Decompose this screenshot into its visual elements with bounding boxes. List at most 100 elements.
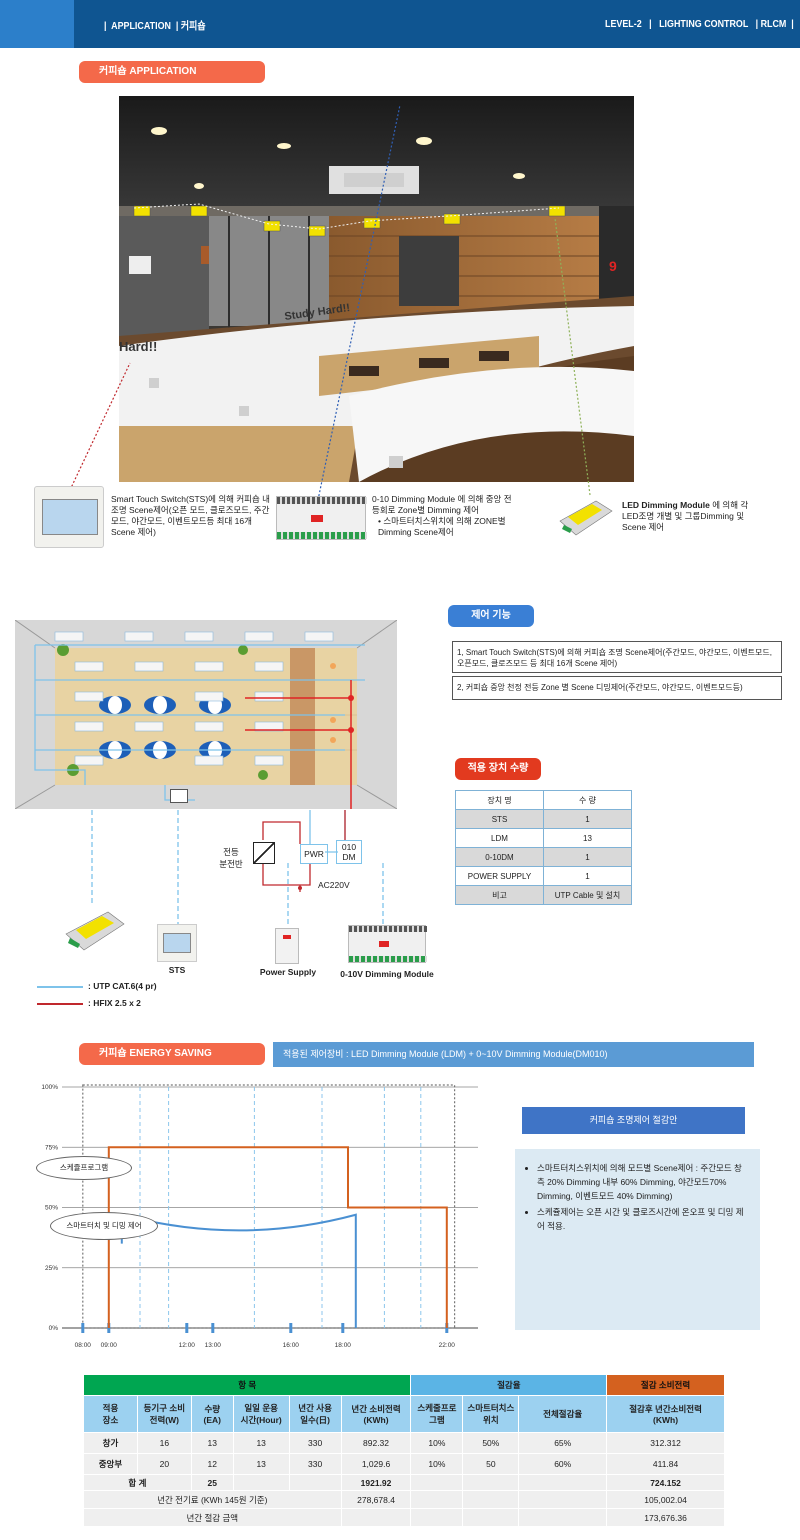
column-header: 절감후 년간소비전력 (KWh) [606,1395,725,1433]
callout-schedule: 스케쥴프로그램 [36,1156,132,1180]
control-item-1: 1, Smart Touch Switch(STS)에 의해 커피숍 조명 Sc… [452,641,782,673]
ac220v-label: AC220V [318,880,350,890]
column-header: 적용 장소 [83,1395,138,1433]
photo-text-hard: Hard!! [119,339,157,354]
legend-utp-line [37,986,83,988]
wiring-diagram [91,810,384,925]
dm-device-image [276,496,367,540]
x-tick-label: 18:00 [335,1342,352,1349]
control-function-title: 제어 기능 [448,605,534,627]
header-accent [0,0,74,48]
column-header: 일일 운용 시간(Hour) [232,1395,290,1433]
table-cell: 60% [518,1453,608,1475]
table-cell: UTP Cable 및 설치 [543,885,632,905]
section-title-energy: 커피숍 ENERGY SAVING [79,1043,265,1065]
column-header: 스케줄프로 그램 [410,1395,464,1433]
table-cell: 0-10DM [455,847,544,867]
sts-device-image-2 [157,924,197,962]
fee-after: 105,002.04 [606,1490,725,1509]
x-tick-label: 09:00 [101,1342,118,1349]
table-cell: 65% [518,1432,608,1454]
y-tick-label: 75% [45,1144,58,1151]
table-cell: 1 [543,809,632,829]
header-right-text: LEVEL-2 | LIGHTING CONTROL | RLCM | 2020 [605,18,800,30]
x-tick-label: 22:00 [439,1342,456,1349]
equipment-header-qty: 수 량 [543,790,632,810]
save-value: 173,676.36 [606,1508,725,1527]
fee-label: 년간 전기료 (KWh 145원 기준) [83,1490,342,1509]
saving-title: 커피숍 조명제어 절감안 [522,1107,745,1134]
table-row: 합 계 25 1921.92 724.152 [83,1474,725,1491]
column-header: 수량 (EA) [190,1395,234,1433]
dm-label: 0-10V Dimming Module [340,969,434,979]
distribution-panel-label: 전등 분전반 [219,847,243,869]
equipment-header-name: 장치 명 [455,790,544,810]
series-line [120,1213,357,1328]
table-cell: 330 [288,1453,342,1475]
column-header: 년간 사용 일수(日) [288,1395,342,1433]
table-cell: 50 [462,1453,520,1475]
column-header: 스마트터치스 위치 [462,1395,520,1433]
svg-text:9: 9 [609,258,617,274]
x-tick-label: 13:00 [205,1342,222,1349]
y-tick-label: 50% [45,1205,58,1212]
table-row: 년간 전기료 (KWh 145원 기준) 278,678.4 105,002.0… [83,1490,725,1509]
table-cell: 10% [410,1432,464,1454]
table-cell: POWER SUPPLY [455,866,544,886]
control-item-2: 2, 커피숍 중앙 천정 전등 Zone 별 Scene 디밍제어(주간모드, … [452,676,782,700]
caption-dm-text: 0-10 Dimming Module 에 의해 중앙 전등회로 Zone별 D… [372,494,512,515]
x-tick-label: 08:00 [75,1342,92,1349]
dm-box: 010 DM [336,840,362,864]
table-cell: 330 [288,1432,342,1454]
table-cell: 1 [543,866,632,886]
table-cell: 1,029.6 [340,1453,412,1475]
sts-label: STS [168,965,186,975]
section-title-application: 커피숍 APPLICATION [79,61,265,83]
table-row: 년간 절감 금액 173,676.36 [83,1508,725,1527]
caption-dm-bullet: 스마트터치스위치에 의해 ZONE별 Dimming Scene제어 [378,516,512,538]
table-row: 항 목 절감율 절감 소비전력 [82,1374,725,1396]
saving-note: 스마트터치스위치에 의해 모드별 Scene제어 : 주간모드 창측 20% D… [515,1149,760,1330]
plan-sts-box [170,789,188,803]
fee-before: 278,678.4 [340,1490,412,1509]
table-cell: 50% [462,1432,520,1454]
saving-item-1: 스마트터치스위치에 의해 모드별 Scene제어 : 주간모드 창측 20% D… [537,1161,746,1203]
ldm-device-image [556,497,614,541]
distribution-panel-icon [253,842,275,864]
caption-sts: Smart Touch Switch(STS)에 의해 커피숍 내 조명 Sce… [111,494,270,537]
total-qty: 25 [190,1474,234,1491]
table-cell: 13 [232,1453,290,1475]
caption-ldm: LED Dimming Module 에 의해 각 LED조명 개별 및 그룹D… [622,500,762,533]
table-cell: 312.312 [606,1432,725,1454]
series-line [107,1146,448,1328]
table-cell: STS [455,809,544,829]
applied-equipment-banner: 적용된 제어장비 : LED Dimming Module (LDM) + 0~… [273,1042,754,1067]
column-header: 년간 소비전력 (KWh) [340,1395,412,1433]
device-connectors [69,104,591,501]
table-cell: LDM [455,828,544,848]
cafe-photo: 9 Study Hard!! Hard!! [119,96,634,482]
header-rate: 절감율 [410,1374,608,1396]
header-item: 항 목 [82,1374,412,1396]
table-cell: 411.84 [606,1453,725,1475]
table-cell: 20 [136,1453,192,1475]
caption-ldm-title: LED Dimming Module [622,500,710,510]
floor-plan [14,619,398,810]
total-label: 합 계 [83,1474,192,1491]
caption-dm: 0-10 Dimming Module 에 의해 중앙 전등회로 Zone별 D… [372,494,512,538]
header-after: 절감 소비전력 [606,1374,725,1396]
equipment-title: 적용 장치 수량 [455,758,541,780]
power-supply-label: Power Supply [259,967,317,977]
column-header: 전체절감율 [518,1395,608,1433]
pwr-box: PWR [300,844,328,864]
legend-hfix-label: : HFIX 2.5 x 2 [88,998,141,1008]
ldm-device-image-2 [62,908,128,956]
